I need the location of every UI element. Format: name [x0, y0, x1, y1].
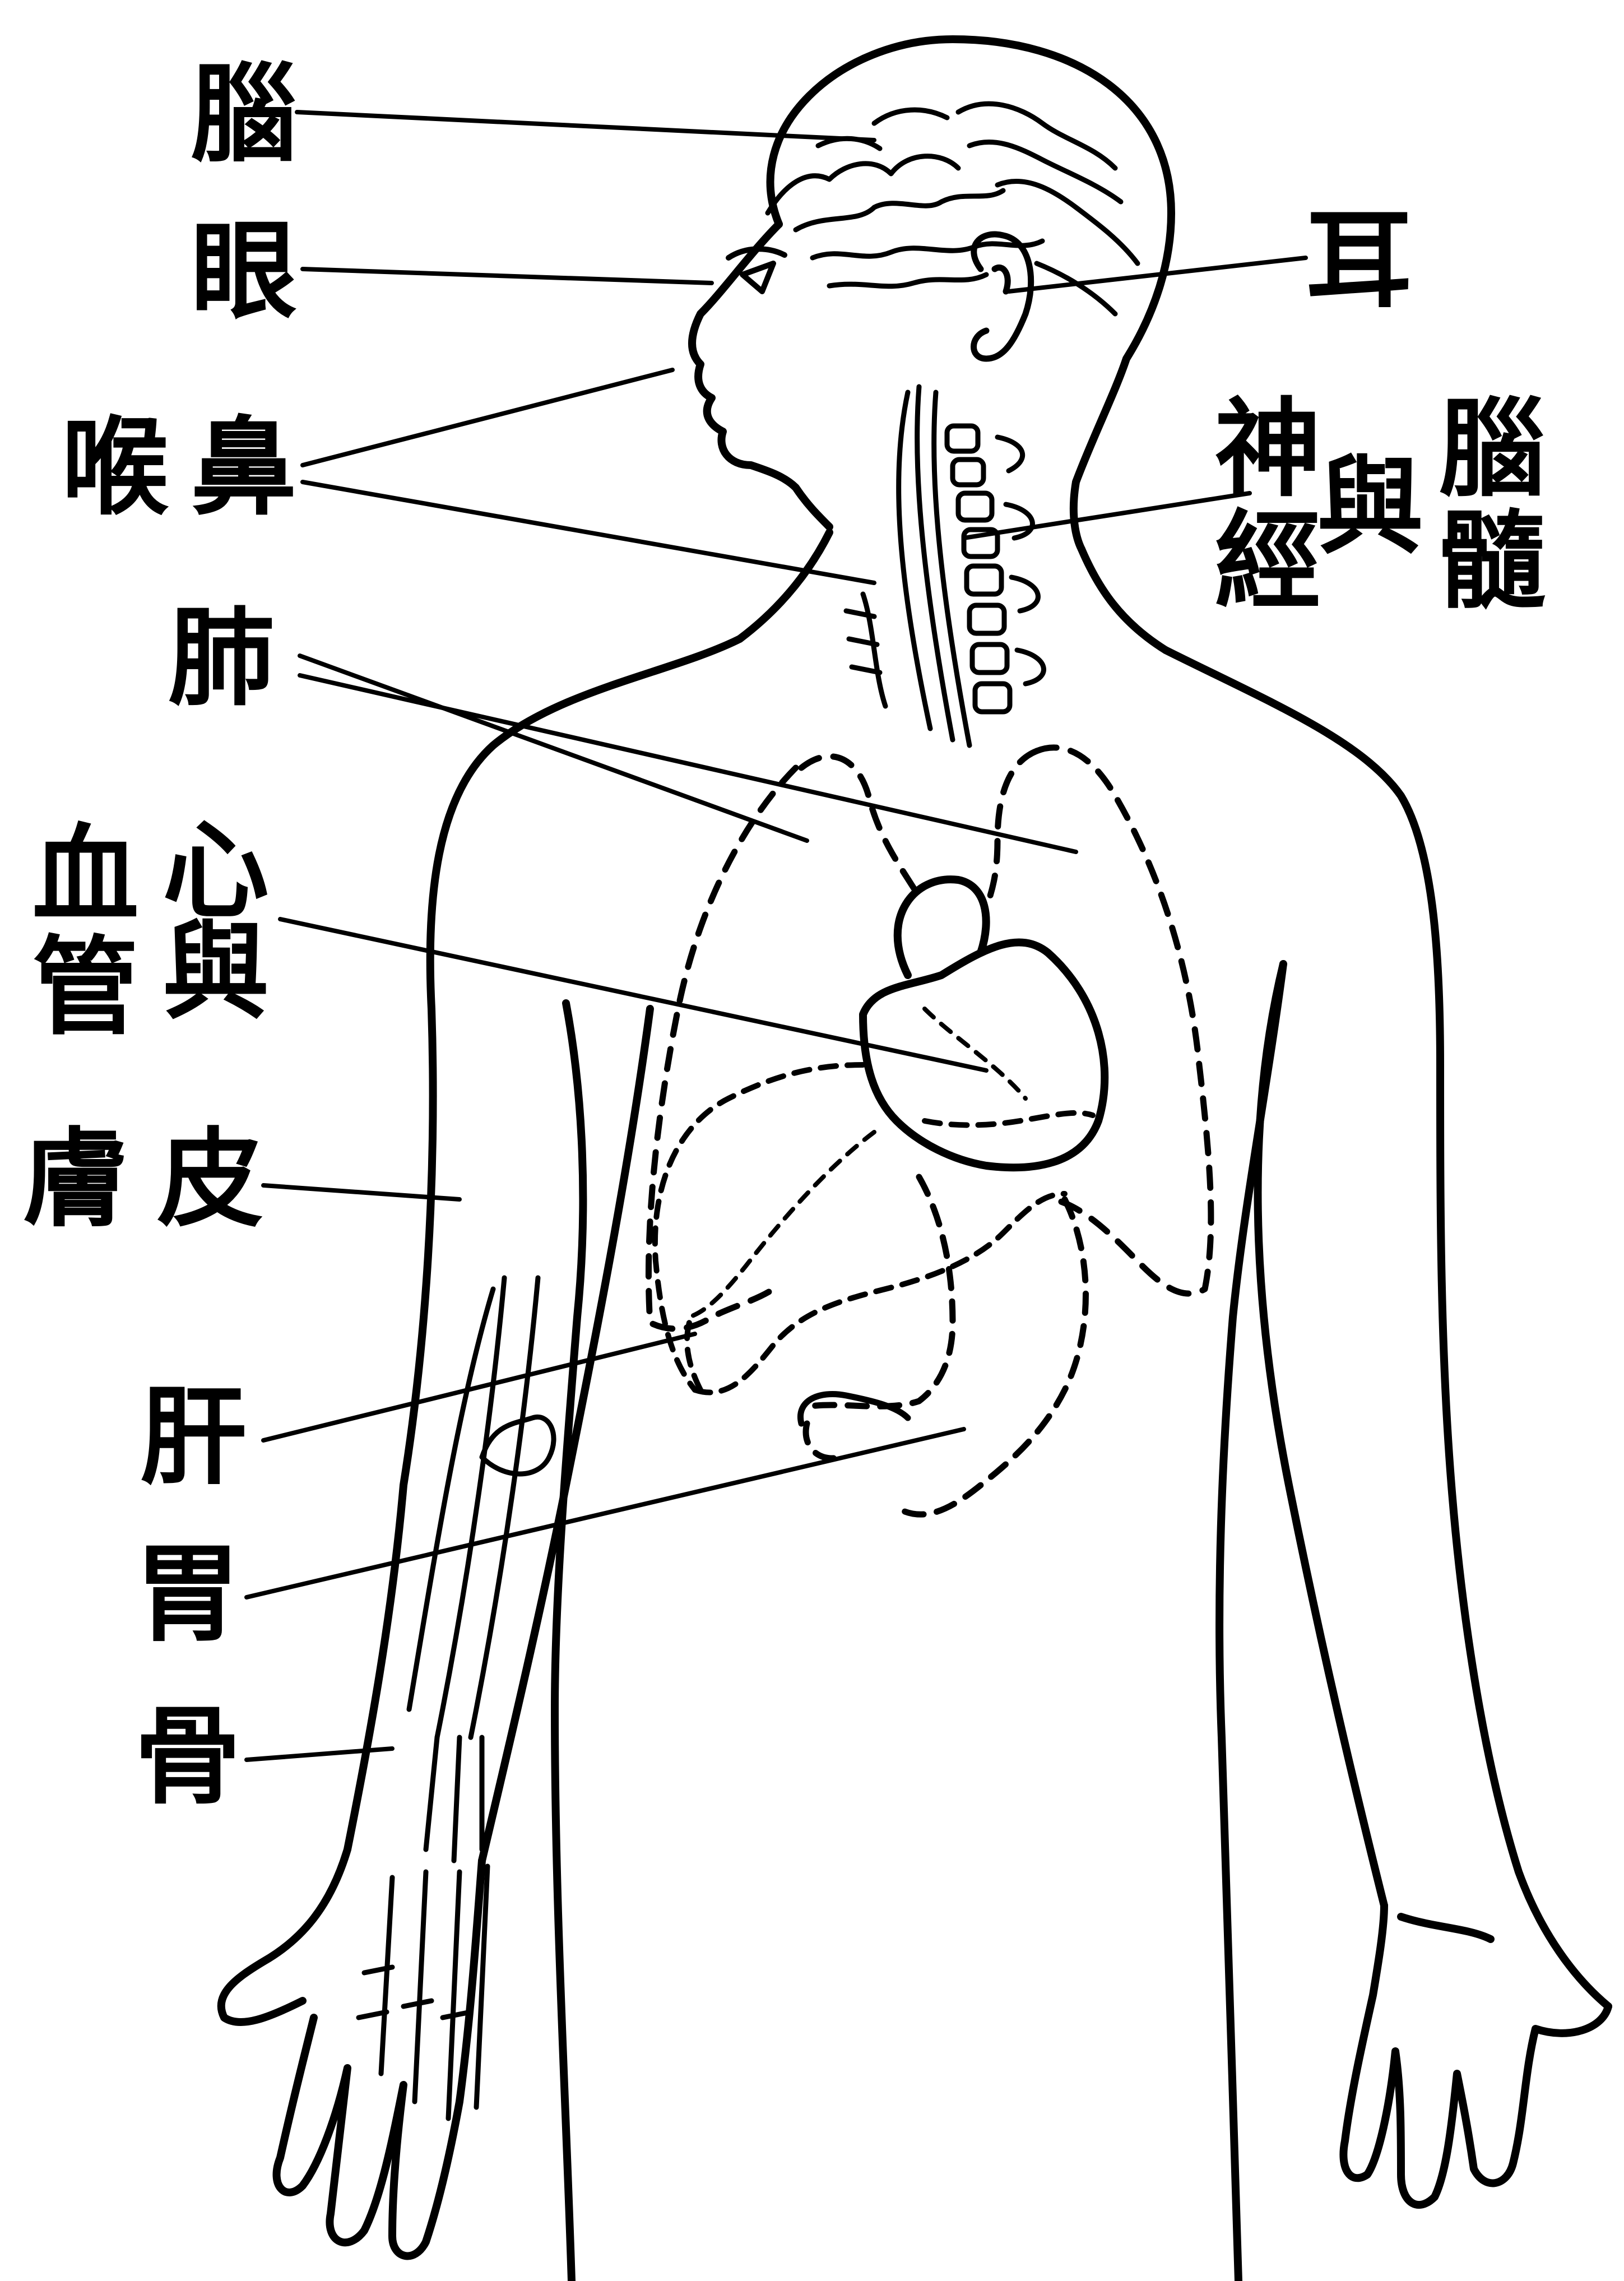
label-bone: 骨 [134, 1704, 241, 1810]
liver-stomach [806, 1177, 1085, 1514]
label-nerves: 神經 [1205, 392, 1311, 616]
head-outline [692, 39, 1171, 650]
label-liver: 肝 [140, 1384, 247, 1491]
label-throat: 喉 [62, 415, 168, 521]
label-nose: 鼻 [191, 415, 297, 521]
stomach-outline [800, 1394, 908, 1424]
label-ear: 耳 [1306, 207, 1412, 314]
leader-lines [247, 112, 1306, 1760]
label-conjunction-right: 與 [1317, 454, 1423, 560]
label-heart: 心 [163, 818, 269, 925]
label-conjunction-left: 與 [163, 919, 269, 1026]
label-flesh: 膚 [22, 1126, 129, 1233]
label-blood-vessels: 血管 [22, 818, 129, 1042]
label-lung: 肺 [168, 605, 275, 712]
arm-bones [359, 1278, 554, 2118]
label-eye: 眼 [191, 219, 297, 325]
ear-drawing [974, 234, 1031, 359]
lungs [648, 748, 1210, 1329]
label-brain: 腦 [191, 62, 297, 168]
label-spinal-cord: 腦髓 [1429, 392, 1535, 616]
spine-drawing [846, 387, 1043, 745]
label-stomach: 胃 [134, 1541, 241, 1648]
blood-vessels [655, 1065, 1093, 1393]
label-skin: 皮 [157, 1126, 263, 1233]
